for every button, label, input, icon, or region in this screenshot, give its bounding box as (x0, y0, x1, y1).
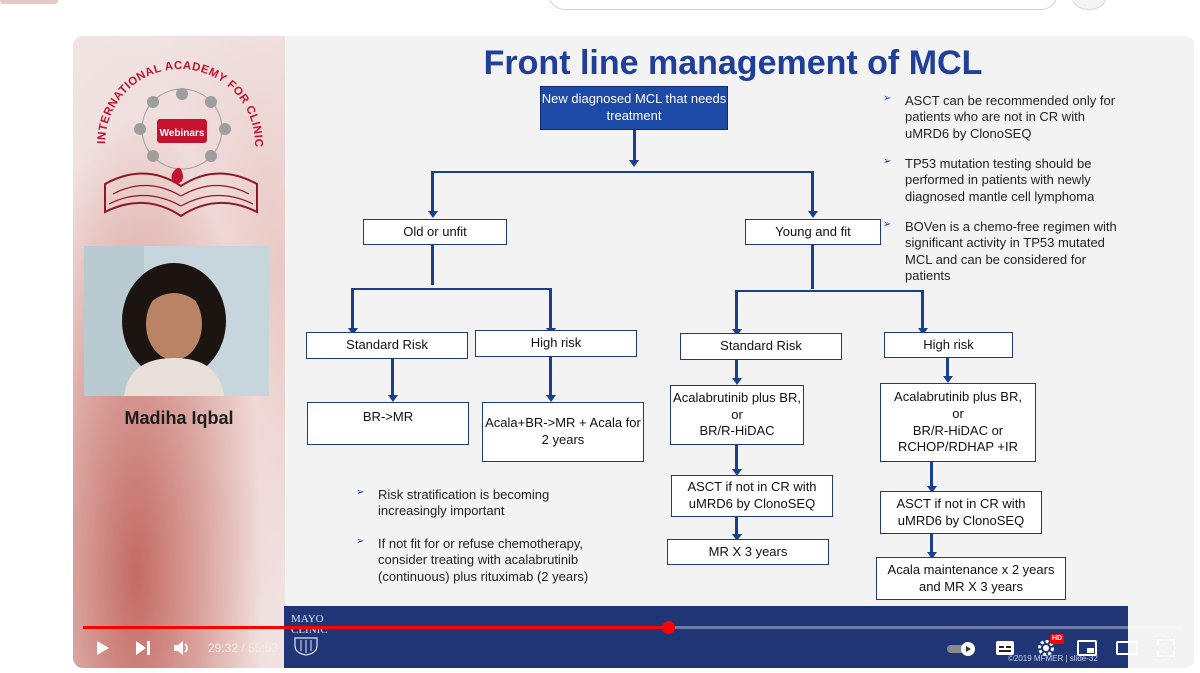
right-bullet-1: ➢ ASCT can be recommended only for patie… (883, 93, 1128, 142)
box-right-standard-mr: MR X 3 years (667, 539, 829, 565)
mayo-clinic-logo: MAYO CLINIC (291, 614, 328, 659)
connector-right-down (811, 171, 814, 213)
right-bullet-2: ➢ TP53 mutation testing should be perfor… (883, 156, 1128, 205)
presenter-webcam (84, 246, 269, 396)
play-icon[interactable] (95, 640, 111, 656)
rh-tx-line2: or (952, 405, 964, 421)
box-right-high-asct: ASCT if not in CR with uMRD6 by ClonoSEQ (880, 491, 1042, 534)
rh-tx-line1: Acalabrutinib plus BR, (894, 388, 1022, 404)
slide-title: Front line management of MCL (483, 44, 983, 82)
connector-rs-tx (735, 360, 738, 380)
bullet-arrow-icon: ➢ (356, 536, 365, 547)
bottom-bullet-2: ➢ If not fit for or refuse chemotherapy,… (356, 536, 616, 585)
arrow-rh-tx (943, 376, 953, 383)
connector-split (431, 171, 814, 173)
arrow-rs-tx (732, 378, 742, 385)
fullscreen-icon[interactable] (1157, 639, 1175, 657)
volume-icon[interactable] (173, 639, 191, 657)
box-young-fit: Young and fit (745, 219, 881, 245)
box-new-diagnosed: New diagnosed MCL that needs treatment (540, 86, 728, 130)
bullet-arrow-icon: ➢ (356, 487, 365, 498)
connector-rh-tx (946, 358, 949, 378)
connector-rh-maint (930, 534, 933, 554)
box-old-unfit: Old or unfit (363, 219, 507, 245)
box-right-high-risk: High risk (884, 332, 1013, 358)
academy-logo: INTERNATIONAL ACADEMY FOR CLINICAL HEMAT… (85, 44, 264, 218)
rh-tx-line4: RCHOP/RDHAP +IR (897, 439, 1019, 455)
bottom-bullet-1-text: Risk stratification is becoming increasi… (378, 487, 550, 519)
arrow-rh-asct (927, 486, 937, 493)
connector-right-hsplit (735, 290, 923, 292)
box-right-standard-tx: Acalabrutinib plus BR, or BR/R-HiDAC (670, 385, 804, 445)
arrow-right-branch (808, 211, 818, 218)
right-bullet-3: ➢ BOVen is a chemo-free regimen with sig… (883, 219, 1128, 284)
connector-top (633, 128, 636, 161)
site-logo[interactable] (0, 0, 58, 4)
settings-icon[interactable] (1036, 638, 1056, 658)
connector-ls-tx (391, 359, 394, 397)
hd-badge: HD (1050, 634, 1065, 644)
connector-rs-asct (735, 445, 738, 471)
search-box[interactable] (548, 0, 1058, 10)
rs-tx-line2: or (731, 406, 743, 422)
right-bullet-3-text: BOVen is a chemo-free regimen with signi… (905, 219, 1117, 283)
rs-tx-line3: BR/R-HiDAC (699, 423, 775, 439)
connector-lh-down (549, 288, 552, 330)
box-right-standard-risk: Standard Risk (680, 333, 842, 360)
next-icon[interactable] (135, 640, 151, 656)
mayo-logo-line2: CLINIC (291, 624, 328, 636)
connector-rs-down (735, 290, 738, 331)
arrow-rs-asct (732, 469, 742, 476)
bottom-bullet-2-text: If not fit for or refuse chemotherapy, c… (378, 536, 589, 584)
box-left-standard-risk: Standard Risk (306, 332, 468, 359)
right-bullet-2-text: TP53 mutation testing should be performe… (905, 156, 1095, 204)
bullet-arrow-icon: ➢ (883, 93, 892, 104)
arrow-ls-tx (388, 395, 398, 402)
right-bullet-1-text: ASCT can be recommended only for patient… (905, 93, 1116, 141)
arrow-left-branch (428, 211, 438, 218)
mayo-shield-icon (294, 637, 318, 656)
bullet-arrow-icon: ➢ (883, 156, 892, 167)
connector-ls-down (351, 288, 354, 330)
connector-rh-down (921, 290, 924, 330)
slide-footer-band (284, 606, 1128, 668)
webinars-badge: Webinars (160, 128, 205, 139)
presenter-video-image (84, 246, 269, 396)
progress-played (83, 626, 668, 629)
box-right-high-maintenance: Acala maintenance x 2 years and MR X 3 y… (876, 557, 1066, 600)
miniplayer-icon[interactable] (1077, 640, 1097, 656)
arrow-rs-mr (732, 534, 742, 541)
connector-left-hsplit (351, 288, 551, 290)
box-right-standard-asct: ASCT if not in CR with uMRD6 by ClonoSEQ (671, 475, 833, 517)
autoplay-toggle-icon[interactable] (946, 641, 978, 657)
bullet-arrow-icon: ➢ (883, 219, 892, 230)
arrow-rh-maint (927, 552, 937, 559)
connector-left-sub (431, 245, 434, 285)
connector-lh-tx (549, 357, 552, 397)
video-player[interactable]: INTERNATIONAL ACADEMY FOR CLINICAL HEMAT… (73, 36, 1194, 668)
mayo-logo-line1: MAYO (291, 613, 324, 625)
arrow-rh (918, 328, 928, 335)
arrow-ls (348, 328, 358, 335)
box-left-standard-tx: BR->MR (307, 402, 469, 445)
box-left-high-tx: Acala+BR->MR + Acala for 2 years (482, 402, 644, 462)
progress-scrubber[interactable] (662, 621, 675, 634)
arrow-rs (732, 329, 742, 336)
connector-left-down (431, 171, 434, 213)
rh-tx-line3: BR/R-HiDAC or (912, 422, 1004, 438)
box-right-high-tx: Acalabrutinib plus BR, or BR/R-HiDAC or … (880, 383, 1036, 462)
bottom-bullet-1: ➢ Risk stratification is becoming increa… (356, 487, 596, 520)
connector-rh-asct (930, 462, 933, 488)
slide-copyright: ©2019 MFMER | slide-32 (1008, 654, 1098, 663)
subtitles-icon[interactable] (995, 640, 1015, 656)
presenter-name: Madiha Iqbal (124, 408, 234, 428)
time-display: 29:32 / 55:53 (208, 641, 279, 655)
box-left-high-risk: High risk (475, 330, 637, 357)
theater-icon[interactable] (1116, 640, 1138, 656)
arrow-top (629, 160, 639, 167)
connector-right-sub (811, 245, 814, 289)
rs-tx-line1: Acalabrutinib plus BR, (673, 389, 801, 405)
arrow-lh-tx (546, 395, 556, 402)
connector-rs-mr (735, 516, 738, 536)
